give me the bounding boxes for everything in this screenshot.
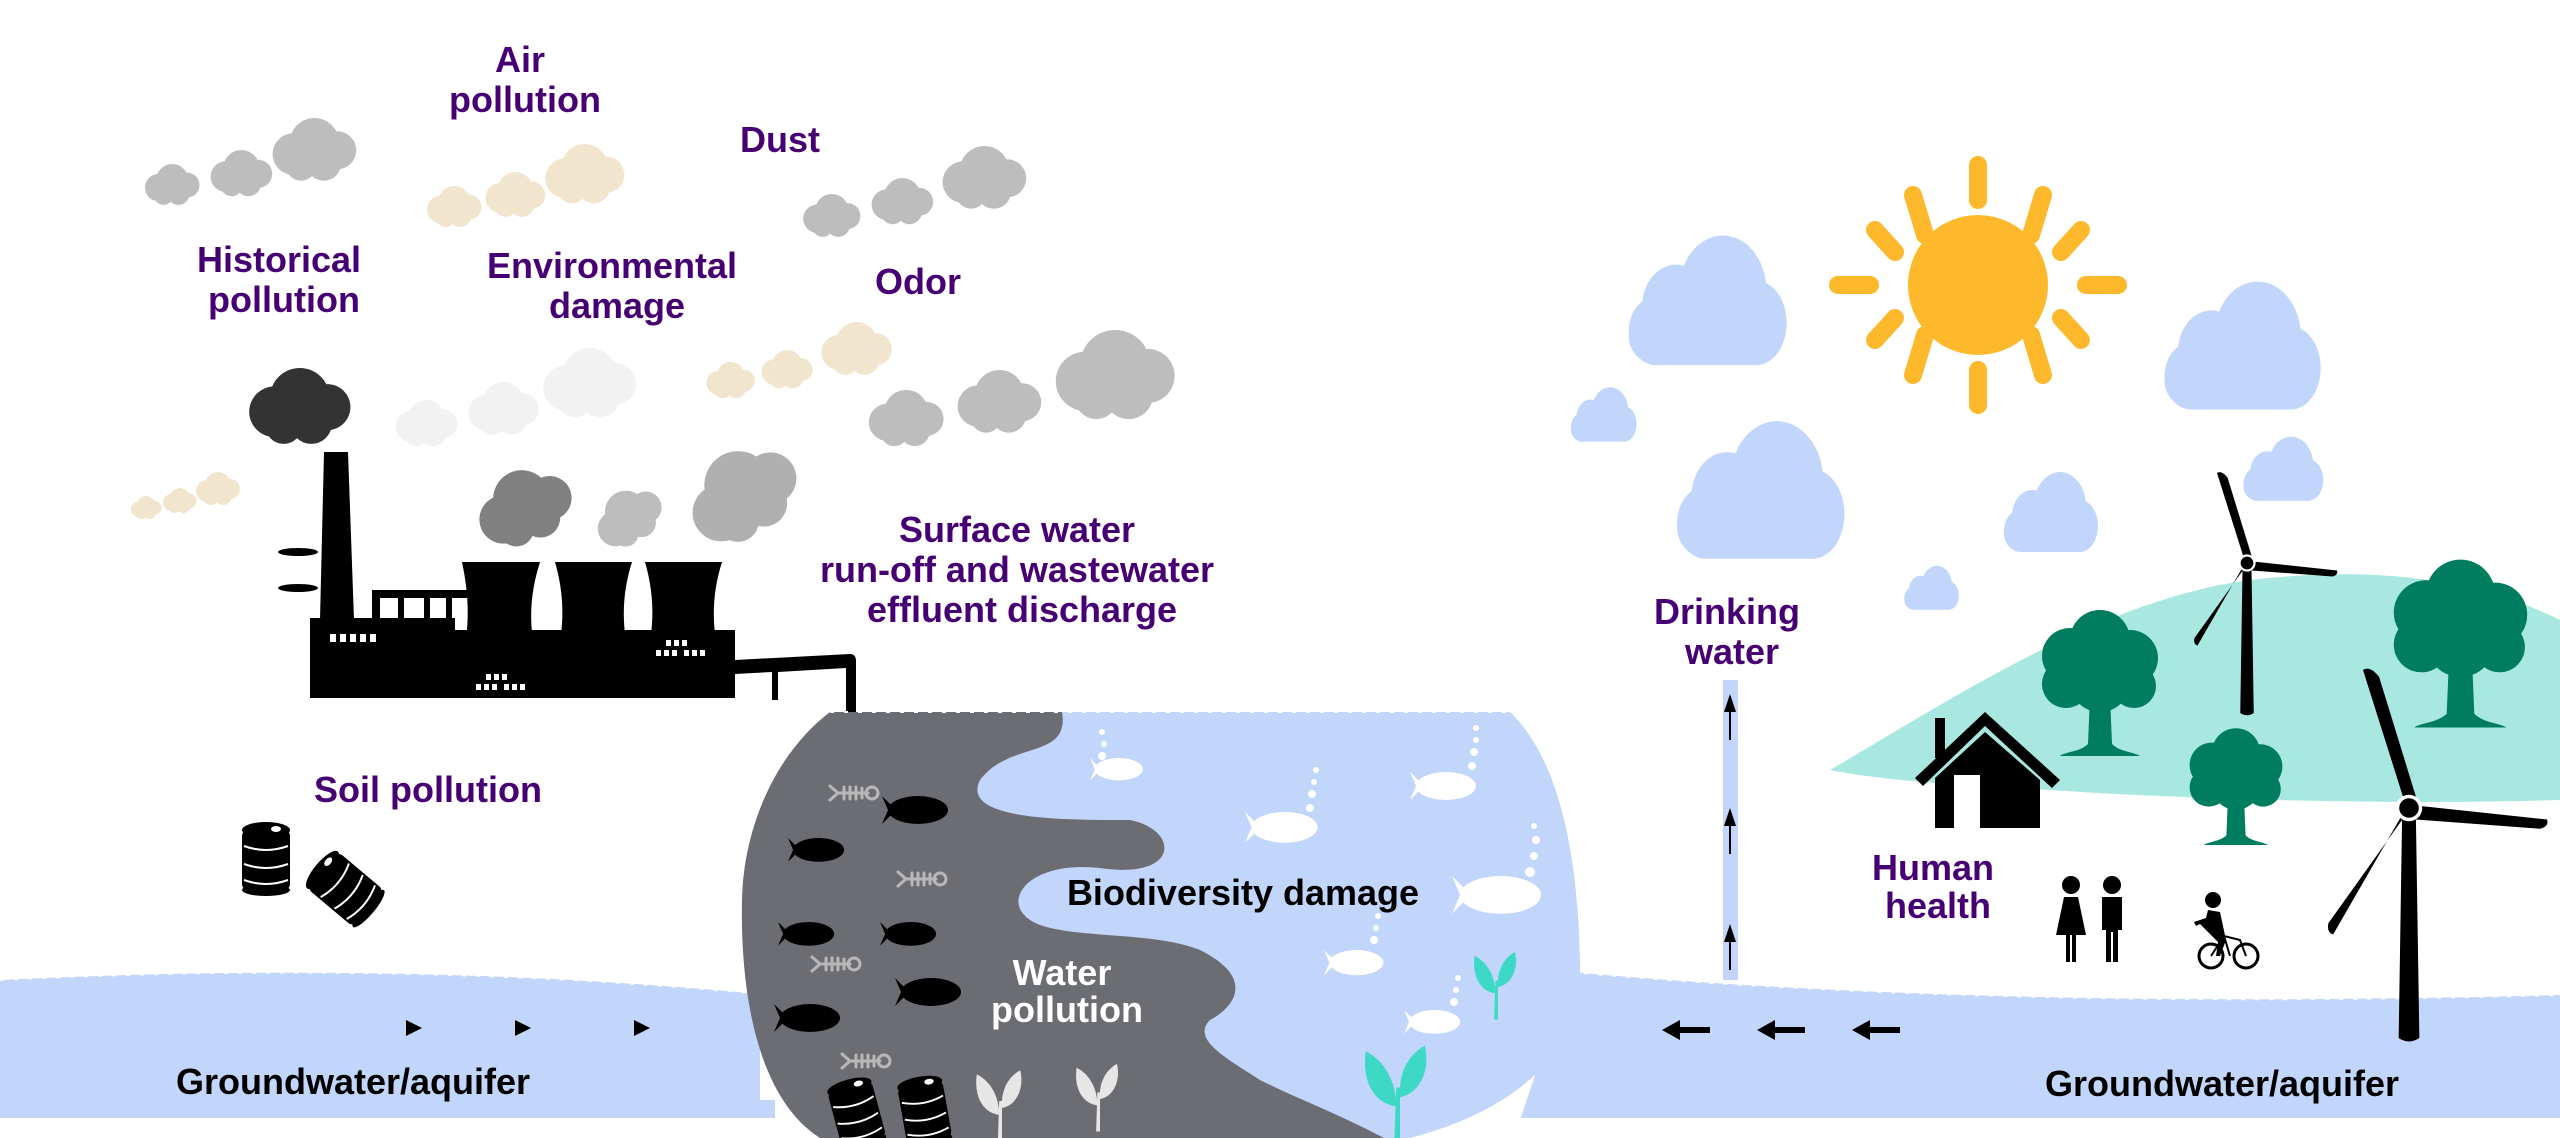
- cloud-icon: [130, 496, 162, 520]
- cloud-icon: [957, 370, 1042, 433]
- cloud-icon: [706, 362, 755, 399]
- oil-barrel-icon: [299, 845, 390, 932]
- cloud-icon: [426, 186, 482, 227]
- drinking-water-pipe: [1723, 680, 1738, 980]
- cloud-icon: [2243, 436, 2324, 501]
- arrow-right-icon: [515, 1020, 531, 1036]
- arrow-up-icon: [1724, 924, 1736, 970]
- sun-icon: [1829, 156, 2127, 414]
- label-environmental-damage: Environmental damage: [487, 245, 747, 326]
- cloud-icon: [1677, 421, 1845, 559]
- arrow-left-icon: [1662, 1020, 1710, 1040]
- arrow-right-icon: [634, 1020, 650, 1036]
- cloud-icon: [821, 322, 892, 375]
- cloud-icon: [210, 150, 273, 197]
- label-soil-pollution: Soil pollution: [314, 769, 542, 810]
- cloud-icon: [803, 194, 861, 237]
- soil-barrels: [241, 821, 390, 932]
- cloud-icon: [942, 146, 1027, 209]
- cloud-icon: [1904, 565, 1959, 610]
- label-human-health: Human health: [1872, 847, 2004, 926]
- cloud-icon: [1055, 330, 1175, 420]
- cloud-icon: [196, 472, 240, 505]
- arrow-left-icon: [1757, 1020, 1805, 1040]
- label-groundwater-left: Groundwater/aquifer: [176, 1061, 530, 1102]
- chimney-smoke: [249, 368, 351, 444]
- cloud-icon: [485, 172, 546, 217]
- label-air-pollution: Air pollution: [449, 39, 601, 120]
- label-drinking-water: Drinking water: [1654, 591, 1810, 672]
- cloud-icon: [272, 118, 357, 181]
- factory-icon: [249, 368, 856, 718]
- cloud-icon: [1570, 387, 1637, 442]
- label-dust: Dust: [740, 119, 820, 160]
- arrow-up-icon: [1724, 808, 1736, 854]
- arrow-up-icon: [1724, 694, 1736, 740]
- cloud-icon: [468, 382, 539, 435]
- label-biodiversity-damage: Biodiversity damage: [1067, 872, 1419, 913]
- label-water-pollution: Water pollution: [991, 952, 1143, 1030]
- groundwater-aquifer: [0, 971, 2560, 1138]
- tower-smoke: [671, 427, 814, 559]
- cloud-icon: [545, 144, 625, 204]
- odor-clouds: [803, 146, 1027, 237]
- cloud-icon: [395, 400, 458, 447]
- house-icon: [1915, 712, 2060, 831]
- cloud-icon: [163, 488, 197, 514]
- tower-smoke: [466, 455, 583, 557]
- cloud-icon: [871, 178, 934, 225]
- cloud-icon: [1628, 235, 1787, 366]
- historical-smoke-clouds: [144, 118, 357, 205]
- man-woman-icon: [2056, 876, 2122, 962]
- cloud-icon: [543, 348, 636, 418]
- cloud-icon: [2164, 281, 2321, 410]
- label-odor: Odor: [875, 261, 961, 302]
- arrow-left-icon: [1852, 1020, 1900, 1040]
- label-historical-pollution: Historical pollution: [197, 239, 371, 320]
- cloud-icon: [761, 350, 813, 389]
- cloud-icon: [144, 164, 200, 205]
- cloud-icon: [2004, 472, 2098, 552]
- bubbles: [1098, 725, 1540, 1006]
- oil-barrel-icon: [241, 821, 291, 897]
- label-groundwater-right: Groundwater/aquifer: [2045, 1063, 2399, 1104]
- groundwater-flow-arrows-left: [1662, 1020, 1900, 1040]
- tower-smoke: [584, 475, 673, 557]
- groundwater-flow-arrows-right: [406, 1020, 650, 1036]
- cloud-icon: [868, 390, 944, 447]
- cyclist-icon: [2194, 892, 2260, 970]
- label-surface-water-runoff: Surface water run-off and wastewater eff…: [820, 509, 1224, 630]
- dust-clouds: [426, 144, 625, 227]
- arrow-right-icon: [406, 1020, 422, 1036]
